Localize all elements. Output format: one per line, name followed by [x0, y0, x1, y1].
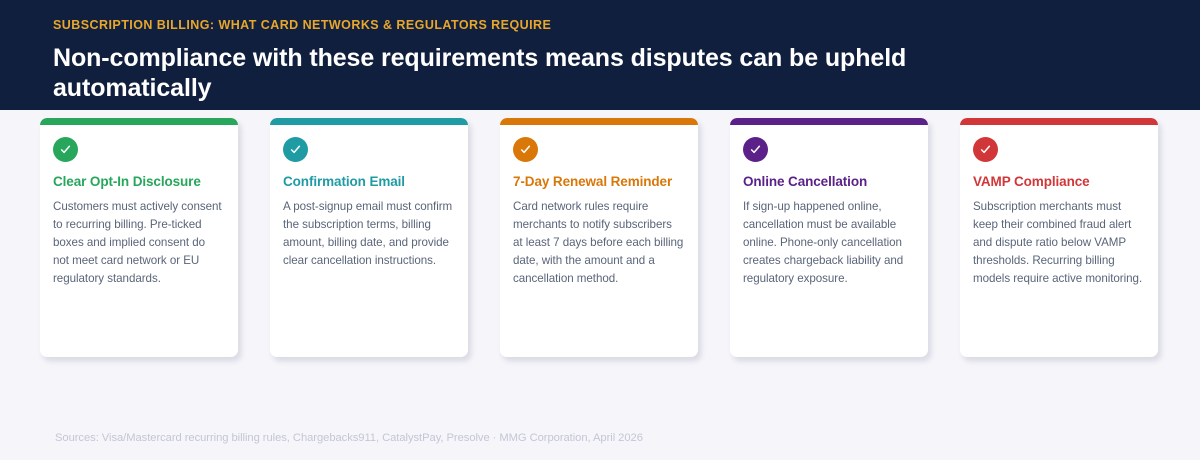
- header-banner: SUBSCRIPTION BILLING: WHAT CARD NETWORKS…: [0, 0, 1200, 110]
- card-accent-bar: [730, 118, 928, 125]
- requirement-cards: Clear Opt-In Disclosure Customers must a…: [40, 118, 1160, 357]
- requirement-card: Clear Opt-In Disclosure Customers must a…: [40, 118, 238, 357]
- requirement-card: VAMP Compliance Subscription merchants m…: [960, 118, 1158, 357]
- eyebrow-label: SUBSCRIPTION BILLING: WHAT CARD NETWORKS…: [53, 18, 552, 32]
- requirement-card: Confirmation Email A post-signup email m…: [270, 118, 468, 357]
- card-body: A post-signup email must confirm the sub…: [283, 199, 453, 267]
- card-body: Subscription merchants must keep their c…: [973, 199, 1143, 285]
- footer-sources-text: Sources: Visa/Mastercard recurring billi…: [55, 432, 490, 444]
- card-accent-bar: [500, 118, 698, 125]
- card-title: Clear Opt-In Disclosure: [53, 174, 201, 189]
- check-circle-icon: [513, 137, 538, 162]
- card-body: Card network rules require merchants to …: [513, 199, 684, 285]
- footer-sources: Sources: Visa/Mastercard recurring billi…: [55, 432, 643, 444]
- card-title: Confirmation Email: [283, 174, 405, 189]
- footer-separator: ·: [492, 432, 497, 444]
- footer-attribution: MMG Corporation, April 2026: [499, 432, 643, 444]
- card-title: Online Cancellation: [743, 174, 868, 189]
- requirement-card: Online Cancellation If sign-up happened …: [730, 118, 928, 357]
- check-circle-icon: [53, 137, 78, 162]
- card-title: VAMP Compliance: [973, 174, 1090, 189]
- requirement-card: 7-Day Renewal Reminder Card network rule…: [500, 118, 698, 357]
- card-body: Customers must actively consent to recur…: [53, 199, 222, 285]
- check-circle-icon: [973, 137, 998, 162]
- check-circle-icon: [283, 137, 308, 162]
- page-title: Non-compliance with these requirements m…: [53, 44, 907, 102]
- card-body: If sign-up happened online, cancellation…: [743, 199, 904, 285]
- card-accent-bar: [40, 118, 238, 125]
- card-title: 7-Day Renewal Reminder: [513, 174, 673, 189]
- card-accent-bar: [960, 118, 1158, 125]
- card-accent-bar: [270, 118, 468, 125]
- check-circle-icon: [743, 137, 768, 162]
